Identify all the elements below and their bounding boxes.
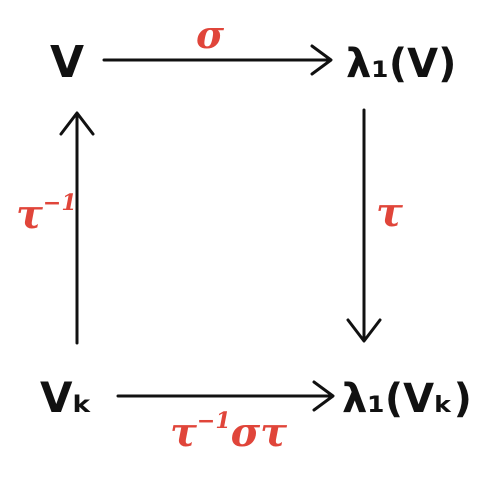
node-bottom-right: λ₁(Vₖ) [342, 376, 472, 422]
node-top-left: V [50, 37, 84, 88]
node-top-right: λ₁(V) [346, 41, 456, 87]
tau-base: τ [16, 191, 43, 238]
edge-label-sigma: σ [196, 12, 225, 57]
inverse-exponent: −1 [197, 408, 231, 434]
arrow-top [102, 44, 333, 76]
tau-part: τ [170, 409, 197, 456]
arrow-left [59, 111, 95, 345]
node-bottom-left: Vₖ [40, 373, 93, 422]
arrow-bottom [116, 380, 335, 412]
edge-label-tau-inverse: τ−1 [16, 190, 77, 238]
sigma-tau-part: στ [231, 409, 287, 456]
edge-label-tau: τ [376, 189, 403, 236]
arrow-right [346, 108, 382, 343]
edge-label-conjugate: τ−1στ [170, 408, 287, 456]
inverse-exponent: −1 [43, 190, 77, 216]
